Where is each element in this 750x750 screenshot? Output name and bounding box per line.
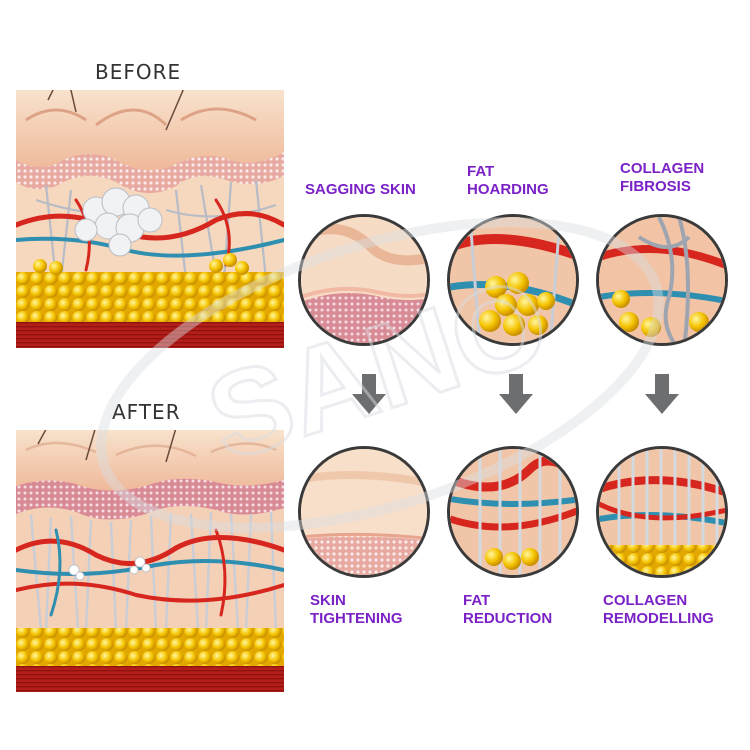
label-collagen-remodelling: COLLAGEN REMODELLING <box>603 592 714 627</box>
label-fat-hoarding: FAT HOARDING <box>467 163 549 198</box>
before-skin-diagram <box>16 90 284 348</box>
arrow-down-icon <box>352 374 386 414</box>
after-skin-diagram <box>16 430 284 692</box>
arrow-down-icon <box>645 374 679 414</box>
circle-collagen-remodelling <box>596 446 728 578</box>
after-heading: AFTER <box>112 400 181 424</box>
label-skin-tightening: SKIN TIGHTENING <box>310 592 403 627</box>
circle-collagen-fibrosis <box>596 214 728 346</box>
before-heading: BEFORE <box>95 60 182 84</box>
circle-fat-reduction <box>447 446 579 578</box>
arrow-down-icon <box>499 374 533 414</box>
label-collagen-fibrosis: COLLAGEN FIBROSIS <box>620 160 705 195</box>
label-fat-reduction: FAT REDUCTION <box>463 592 553 627</box>
circle-sagging-skin <box>298 214 430 346</box>
label-sagging-skin: SAGGING SKIN <box>305 181 416 198</box>
circle-fat-hoarding <box>447 214 579 346</box>
circle-skin-tightening <box>298 446 430 578</box>
